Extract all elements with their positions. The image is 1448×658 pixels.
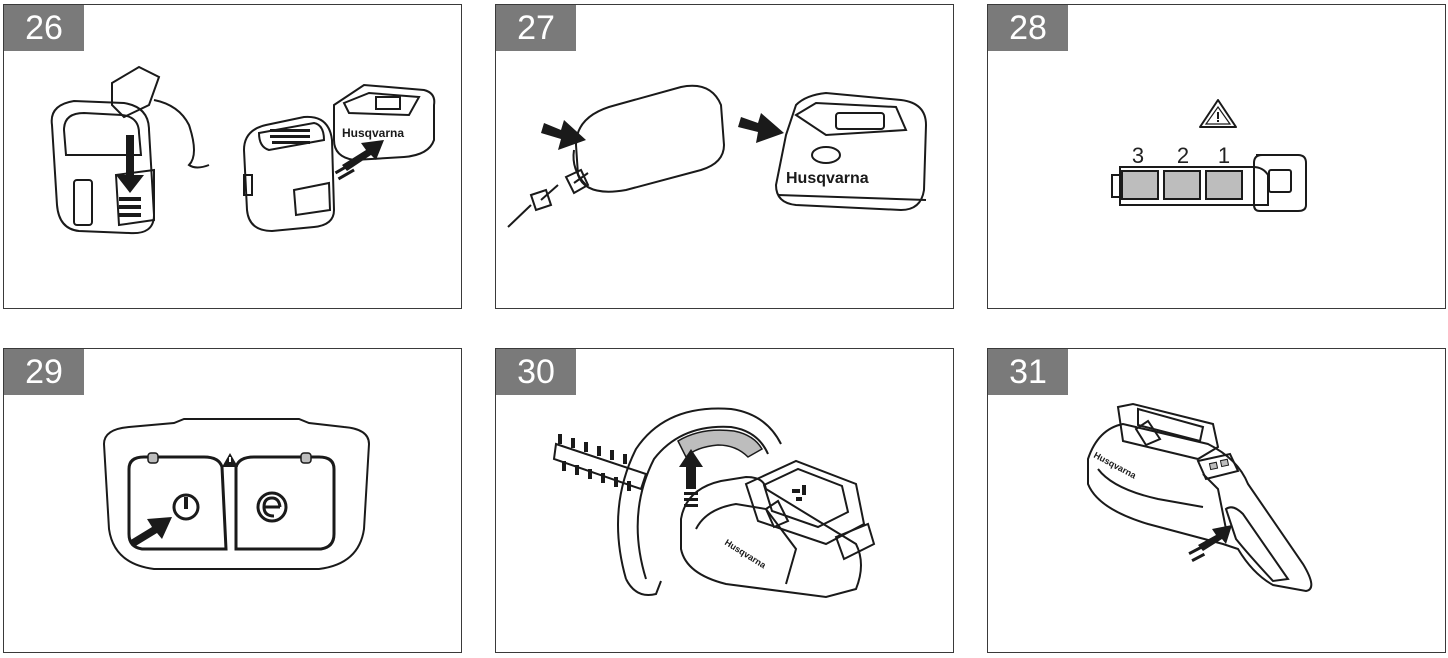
figure-27: 27 Husqvarna bbox=[495, 4, 954, 309]
figure-number: 29 bbox=[4, 349, 84, 395]
svg-text:Husqvarna: Husqvarna bbox=[342, 126, 404, 140]
arrow-up-right-icon bbox=[342, 140, 384, 171]
control-panel-illustration bbox=[102, 418, 371, 570]
figure-number: 31 bbox=[988, 349, 1068, 395]
figure-number: 27 bbox=[496, 5, 576, 51]
arrow-right-icon bbox=[541, 120, 586, 150]
figure-26: 26 bbox=[3, 4, 462, 309]
indicator-label-1: 1 bbox=[1218, 143, 1230, 168]
indicator-led-3 bbox=[1121, 170, 1159, 200]
arrow-right-icon bbox=[738, 113, 784, 143]
figure-28: 28 3 2 1 bbox=[987, 4, 1446, 309]
brand-label: Husqvarna bbox=[786, 170, 869, 187]
figure-29: 29 bbox=[3, 348, 462, 653]
warning-icon bbox=[1199, 99, 1237, 128]
indicator-label-2: 2 bbox=[1177, 143, 1189, 168]
warning-icon bbox=[222, 453, 238, 467]
battery-indicator-illustration: 3 2 1 bbox=[1111, 99, 1307, 212]
brand-label: Husqvarna bbox=[723, 537, 769, 571]
battery-charger-illustration: Husqvarna bbox=[50, 65, 436, 235]
brand-label: Husqvarna bbox=[1092, 450, 1139, 481]
figure-30: 30 Husqvarna bbox=[495, 348, 954, 653]
arrow-down-icon bbox=[116, 135, 144, 193]
arrow-right-icon bbox=[1198, 525, 1232, 551]
indicator-label-3: 3 bbox=[1132, 143, 1144, 168]
indicator-led-1 bbox=[1205, 170, 1243, 200]
indicator-led-2 bbox=[1163, 170, 1201, 200]
battery-release-illustration: Husqvarna bbox=[1087, 402, 1313, 593]
arrow-right-icon bbox=[129, 517, 172, 547]
hedge-trimmer-battery-illustration: Husqvarna bbox=[552, 407, 876, 599]
figure-number: 28 bbox=[988, 5, 1068, 51]
power-icon bbox=[172, 493, 200, 521]
power-supply-charger-illustration: Husqvarna bbox=[507, 84, 928, 228]
figure-number: 30 bbox=[496, 349, 576, 395]
eco-icon bbox=[256, 491, 288, 523]
arrow-up-icon bbox=[679, 449, 703, 489]
figure-31: 31 Husqvarna bbox=[987, 348, 1446, 653]
figure-number: 26 bbox=[4, 5, 84, 51]
